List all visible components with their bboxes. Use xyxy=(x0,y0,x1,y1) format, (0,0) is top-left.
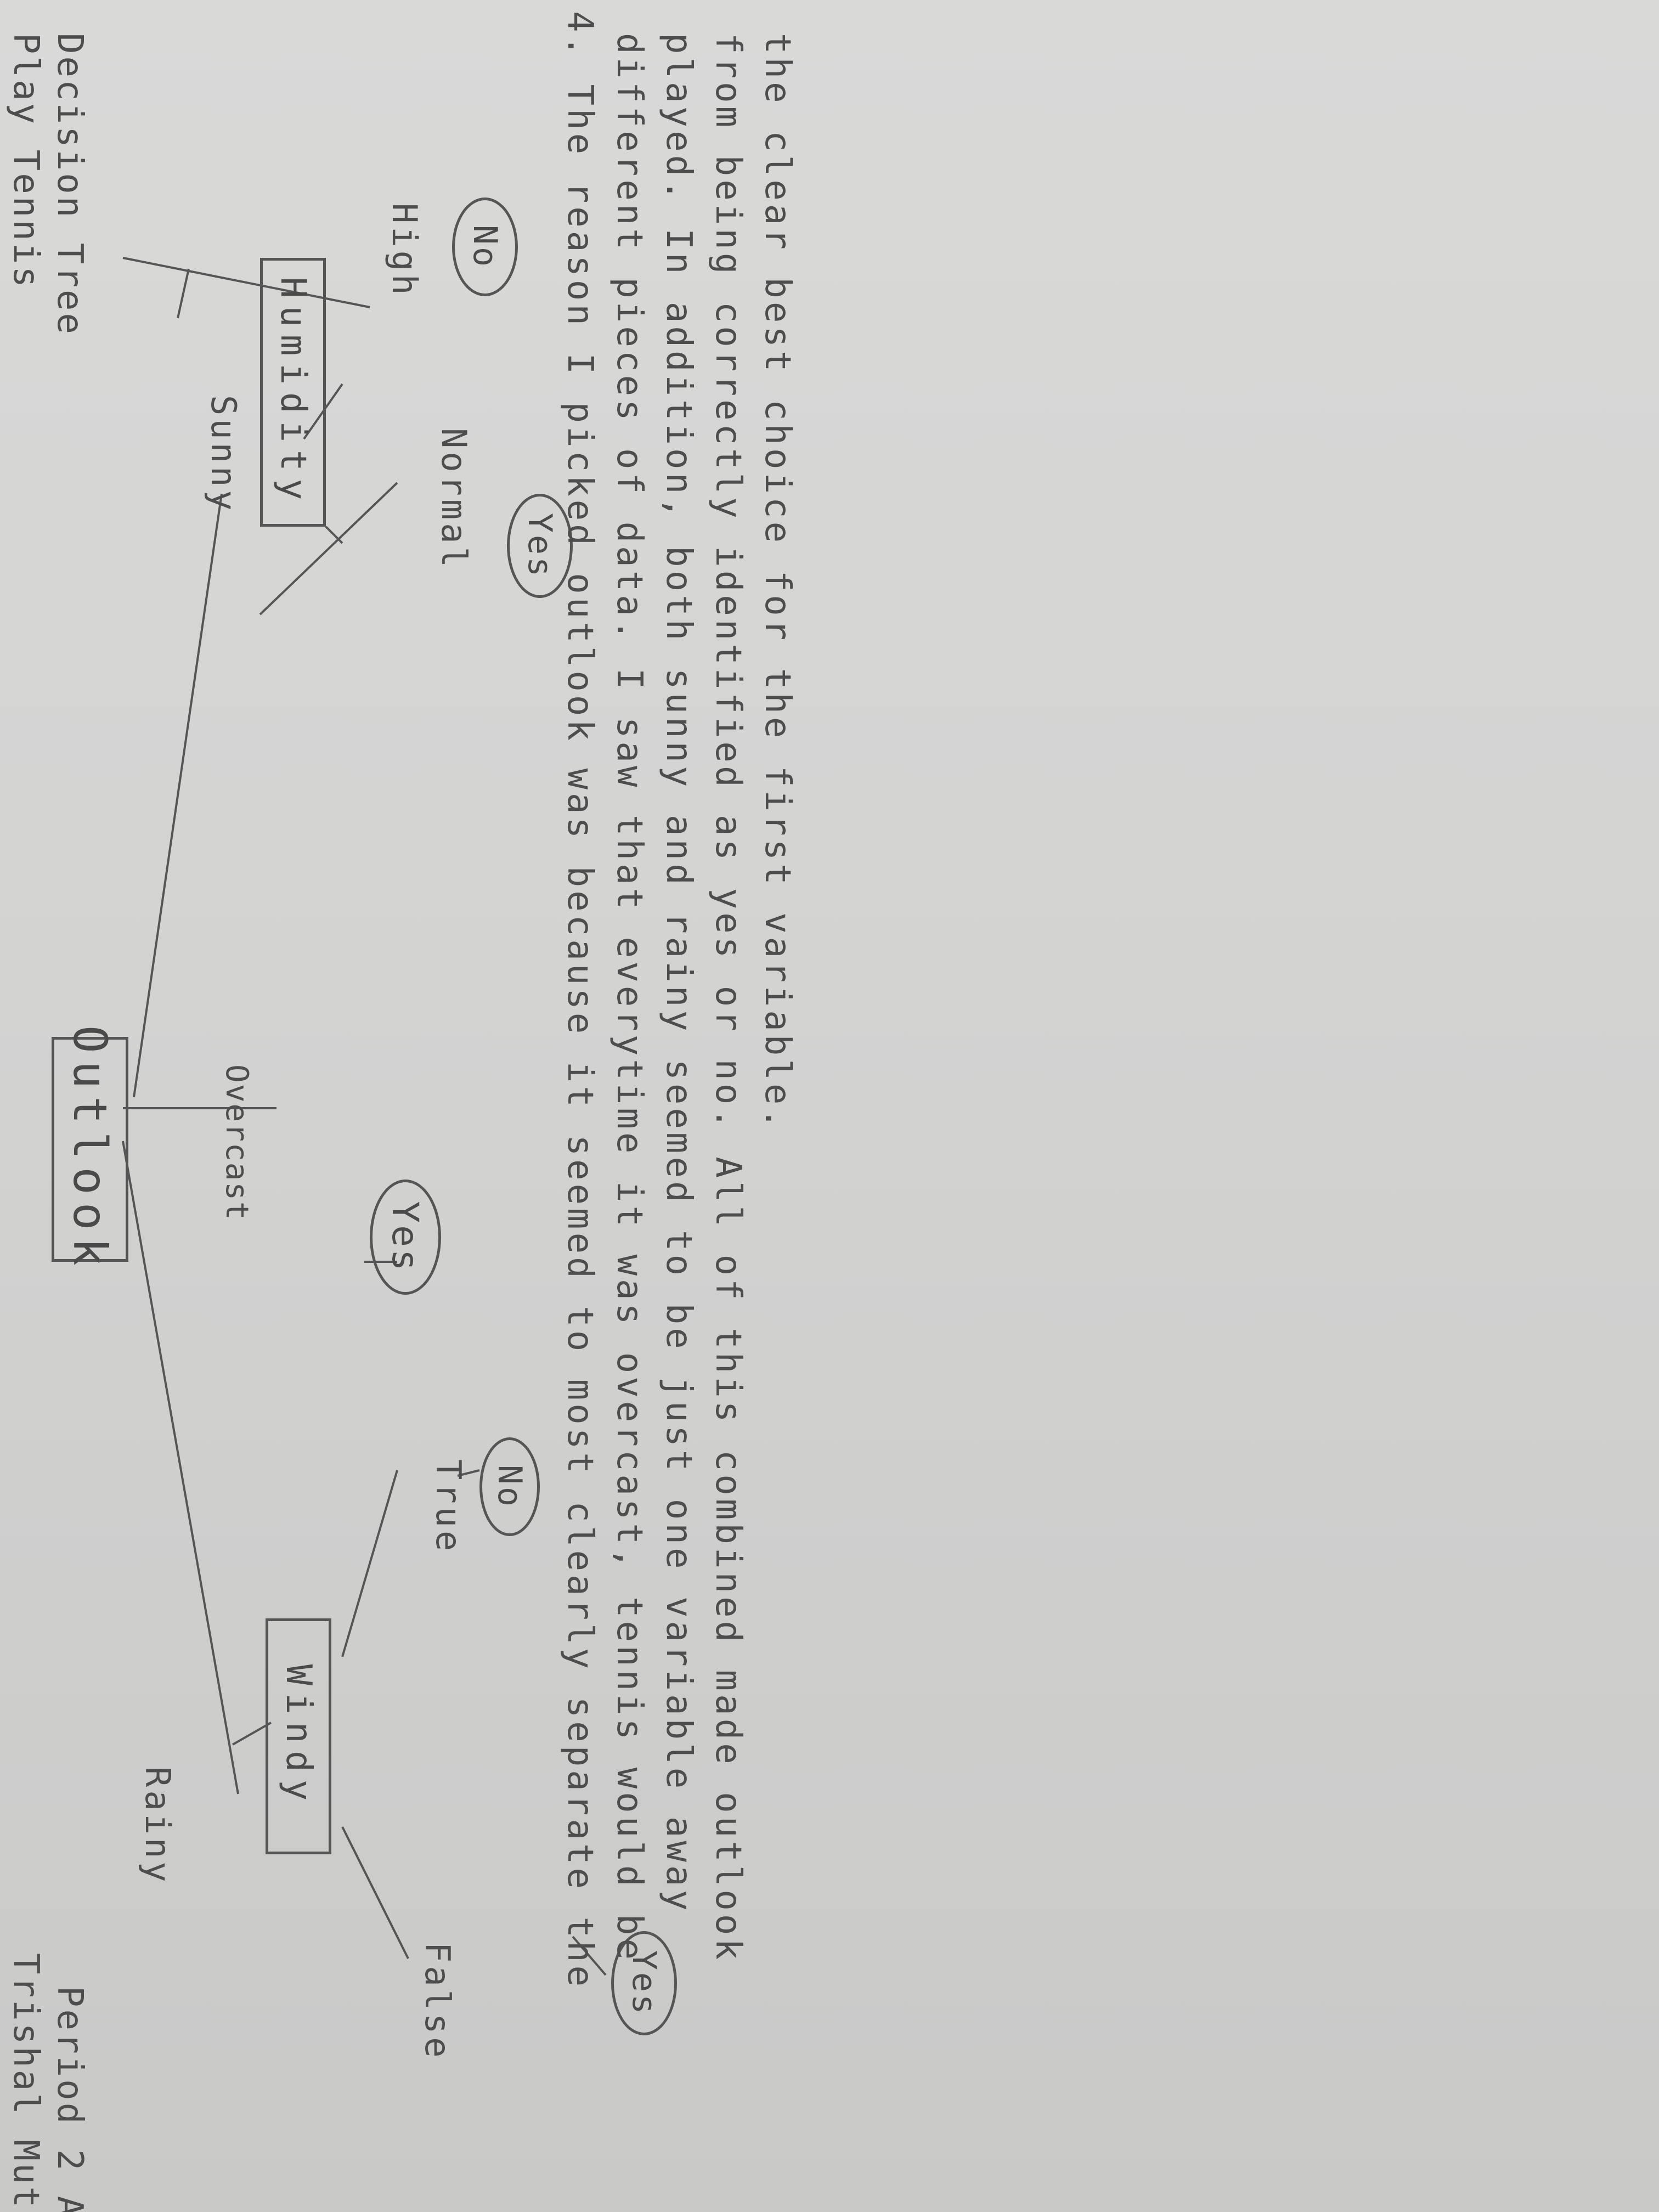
edge-humidity-normal xyxy=(259,482,398,616)
student-name: Trishal Muthan xyxy=(5,1953,46,2212)
leaf-true-no: No xyxy=(479,1437,540,1536)
edge-sunny-humidity xyxy=(303,383,343,440)
edge-outlook-sunny xyxy=(133,493,223,1098)
branch-label-overcast: Overcast xyxy=(219,1064,255,1221)
root-node-outlook: Outlook xyxy=(52,1025,128,1273)
class-period: Period 2 AI xyxy=(49,1986,90,2212)
branch-label-high: High xyxy=(385,203,425,298)
edge-windy-false xyxy=(341,1826,409,1959)
title-line-2: Decision Tree xyxy=(49,33,90,336)
branch-label-normal: Normal xyxy=(434,428,474,571)
edge-false-yes xyxy=(572,1936,607,1976)
edge-outlook-rainy xyxy=(122,1141,239,1795)
edge-rainy-windy xyxy=(232,1722,272,1746)
answer-line-1: 4. The reason I picked outlook was becau… xyxy=(560,11,600,1990)
branch-label-sunny: Sunny xyxy=(204,395,244,514)
branch-label-false: False xyxy=(417,1942,458,2061)
branch-label-rainy: Rainy xyxy=(138,1767,178,1886)
edge-true-no xyxy=(457,1469,480,1477)
edge-normal-yes xyxy=(325,526,343,544)
leaf-high-no: No xyxy=(452,198,518,296)
edge-high-no xyxy=(177,268,190,319)
edge-humidity-high xyxy=(122,257,370,308)
node-humidity: Humidity xyxy=(260,258,326,527)
title-line-1: Play Tennis xyxy=(5,33,46,290)
branch-label-true: True xyxy=(428,1459,469,1555)
answer-line-2: different pieces of data. I saw that eve… xyxy=(609,33,650,1963)
answer-line-3: played. In addition, both sunny and rain… xyxy=(658,33,699,1914)
answer-line-4: from being correctly identified as yes o… xyxy=(708,33,748,1963)
edge-windy-true xyxy=(341,1470,398,1657)
leaf-overcast-yes: Yes xyxy=(370,1180,441,1295)
node-windy: Windy xyxy=(266,1618,331,1854)
answer-line-5: the clear best choice for the first vari… xyxy=(757,33,798,1132)
